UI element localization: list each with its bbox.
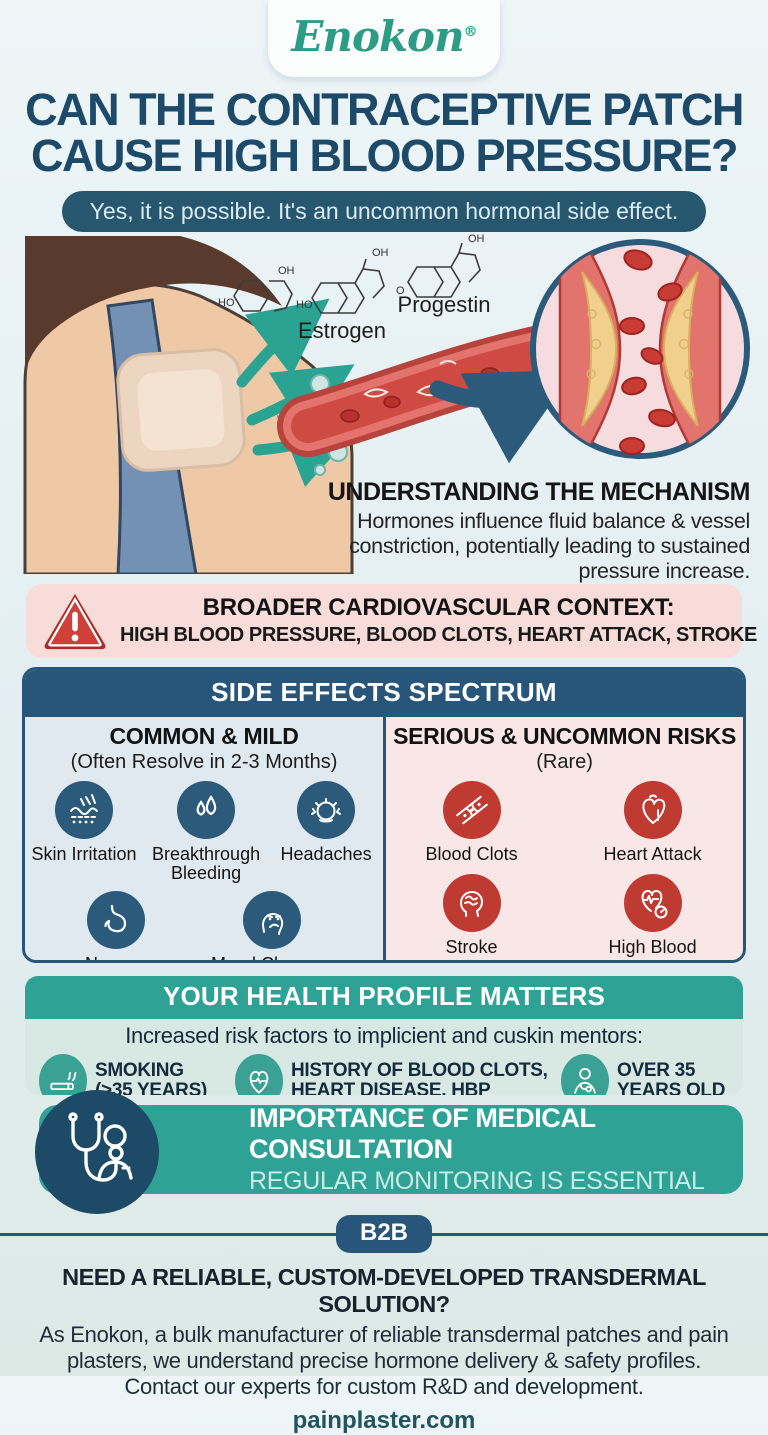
effect-label: Mood Changes [211, 954, 333, 959]
serious-subtitle: (Rare) [536, 750, 593, 773]
svg-text:O: O [396, 285, 405, 297]
registered-mark: ® [463, 24, 478, 40]
brand-logo: Enokon® [291, 12, 478, 61]
svg-text:OH: OH [372, 247, 389, 259]
common-subtitle: (Often Resolve in 2-3 Months) [70, 750, 338, 773]
mechanism-body: Hormones influence fluid balance & vesse… [349, 508, 750, 584]
serious-risks-column: SERIOUS & UNCOMMON RISKS (Rare) Blood C [386, 716, 743, 960]
answer-pill: Yes, it is possible. It's an uncommon ho… [61, 190, 707, 232]
risk-factor-smoking: SMOKING (>35 YEARS) [39, 1053, 223, 1095]
breakthrough-bleeding-icon [177, 780, 236, 839]
b2b-badge: B2B [335, 1214, 432, 1253]
risk-factor-label: SMOKING (>35 YEARS) [95, 1059, 207, 1095]
risk-label: Blood Clots [425, 843, 518, 864]
risk-blood-clots: Blood Clots [412, 780, 532, 865]
warning-body: HIGH BLOOD PRESSURE, BLOOD CLOTS, HEART … [120, 624, 757, 647]
nausea-icon [87, 891, 146, 950]
b2b-divider: B2B [0, 1214, 768, 1255]
stethoscope-doctor-icon [35, 1089, 159, 1214]
risk-factor-label: OVER 35 YEARS OLD [617, 1059, 726, 1095]
high-blood-pressure-icon [623, 874, 682, 933]
cigarette-icon [39, 1053, 87, 1095]
common-mild-column: COMMON & MILD (Often Resolve in 2-3 Mont… [25, 716, 387, 960]
consultation-subtitle: REGULAR MONITORING IS ESSENTIAL [249, 1166, 705, 1195]
molecule-structures: HO OH HO OH O OH [218, 234, 485, 314]
mechanism-text: UNDERSTANDING THE MECHANISM Hormones inf… [295, 477, 751, 585]
effect-skin-irritation: Skin Irritation [28, 780, 140, 865]
heart-attack-icon [623, 780, 682, 839]
risk-stroke: Stroke [412, 874, 532, 958]
skin-irritation-icon [55, 780, 114, 839]
molecule-progestin: O OH [396, 234, 485, 298]
risk-heart-attack: Heart Attack [588, 780, 718, 865]
health-profile-intro: Increased risk factors to implicient and… [125, 1022, 643, 1048]
svg-text:HO: HO [296, 299, 313, 311]
spectrum-header: SIDE EFFECTS SPECTRUM [25, 669, 743, 717]
side-effects-panel: SIDE EFFECTS SPECTRUM COMMON & MILD (Oft… [22, 666, 746, 963]
website-text: painplaster.com [292, 1406, 476, 1434]
brand-name: Enokon [291, 12, 464, 61]
risk-label: Heart Attack [603, 843, 702, 864]
stroke-icon [442, 874, 501, 933]
consultation-banner: IMPORTANCE OF MEDICAL CONSULTATION REGUL… [39, 1102, 743, 1195]
svg-text:OH: OH [278, 265, 295, 277]
heart-icon [235, 1053, 283, 1095]
svg-text:HO: HO [218, 297, 235, 309]
serious-title: SERIOUS & UNCOMMON RISKS [393, 722, 737, 749]
svg-text:OH: OH [468, 234, 485, 245]
patch-absorption-illustration: HO OH HO OH O OH Estrogen Progestin [23, 234, 750, 574]
health-profile-panel: YOUR HEALTH PROFILE MATTERS Increased ri… [25, 975, 743, 1095]
risk-factor-age: OVER 35 YEARS OLD [561, 1053, 729, 1095]
risk-factor-label: HISTORY OF BLOOD CLOTS, HEART DISEASE, H… [291, 1059, 548, 1095]
effect-label: Breakthrough Bleeding [152, 843, 261, 884]
effect-label: Nausea [85, 954, 147, 959]
cardiovascular-warning-banner: BROADER CARDIOVASCULAR CONTEXT: HIGH BLO… [26, 583, 757, 658]
estrogen-label: Estrogen [298, 318, 386, 343]
page-title-line2: CAUSE HIGH BLOOD PRESSURE? [30, 130, 739, 182]
molecule-estrogen: HO OH [296, 247, 389, 314]
footer-headline: NEED A RELIABLE, CUSTOM-DEVELOPED TRANSD… [62, 1263, 706, 1317]
warning-title: BROADER CARDIOVASCULAR CONTEXT: [202, 594, 675, 622]
blood-vessel [277, 320, 591, 457]
blood-clots-icon [442, 780, 501, 839]
progestin-label: Progestin [398, 292, 491, 317]
molecule-small: HO OH [218, 265, 295, 312]
effect-breakthrough-bleeding: Breakthrough Bleeding [140, 780, 272, 885]
risk-label: High Blood Pressure [608, 937, 697, 960]
effect-label: Skin Irritation [31, 843, 137, 864]
mechanism-illustration: HO OH HO OH O OH Estrogen Progestin [0, 234, 768, 583]
brand-logo-card: Enokon® [268, 0, 500, 77]
effect-label: Headaches [280, 843, 372, 864]
common-title: COMMON & MILD [109, 722, 299, 749]
health-profile-title: YOUR HEALTH PROFILE MATTERS [25, 975, 743, 1019]
mechanism-title: UNDERSTANDING THE MECHANISM [327, 477, 751, 506]
consultation-section: IMPORTANCE OF MEDICAL CONSULTATION REGUL… [25, 1089, 743, 1214]
warning-triangle-icon [42, 591, 108, 651]
vessel-cross-section [530, 238, 750, 459]
page-title: CAN THE CONTRACEPTIVE PATCH CAUSE HIGH B… [10, 84, 758, 182]
footer: NEED A RELIABLE, CUSTOM-DEVELOPED TRANSD… [0, 1264, 768, 1435]
effect-mood-changes: Mood Changes [197, 891, 347, 960]
footer-body: As Enokon, a bulk manufacturer of reliab… [39, 1321, 729, 1400]
headaches-icon [297, 780, 356, 839]
effect-nausea: Nausea [61, 891, 171, 960]
effect-headaches: Headaches [272, 780, 380, 865]
consultation-title: IMPORTANCE OF MEDICAL CONSULTATION [249, 1102, 596, 1164]
risk-label: Stroke [445, 937, 498, 958]
doctor-icon [561, 1053, 609, 1095]
contraceptive-patch [116, 347, 246, 472]
mood-changes-icon [243, 891, 302, 950]
page-title-line1: CAN THE CONTRACEPTIVE PATCH [25, 84, 744, 135]
risk-high-blood-pressure: High Blood Pressure [588, 874, 718, 960]
risk-factor-history: HISTORY OF BLOOD CLOTS, HEART DISEASE, H… [235, 1053, 549, 1095]
